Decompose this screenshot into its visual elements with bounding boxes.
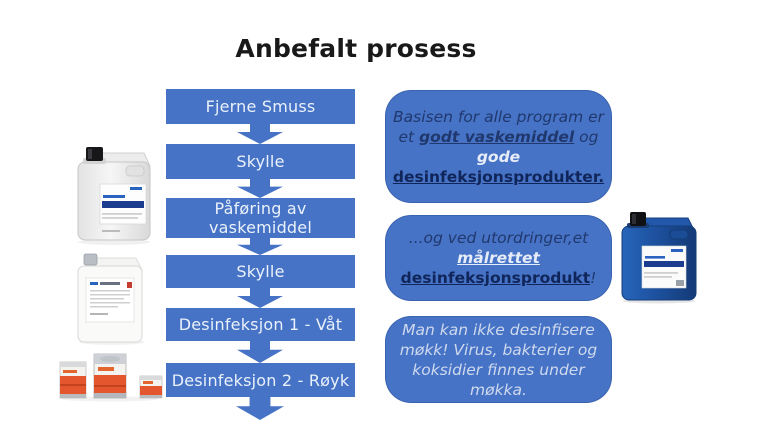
text-segment: Man kan ikke desinfisere møkk! Virus, ba… xyxy=(399,320,598,399)
smoke-cans-icon xyxy=(58,350,166,402)
callout-basis: Basisen for alle program er et godt vask… xyxy=(385,90,612,203)
canister-label xyxy=(641,245,687,289)
down-arrow-icon xyxy=(237,288,283,308)
callout-targeted: ...og ved utordringer,et målrettet desin… xyxy=(385,215,612,301)
callout-cannot-disinfect: Man kan ikke desinfisere møkk! Virus, ba… xyxy=(385,316,612,403)
smoke-can-medium xyxy=(59,361,87,399)
canister-cap xyxy=(83,253,98,266)
flow-step-desinfeksjon-1: Desinfeksjon 1 - Våt xyxy=(166,308,355,341)
page-title: Anbefalt prosess xyxy=(235,34,477,63)
white-canister-small-icon xyxy=(72,252,154,346)
flow-step-fjerne-smuss: Fjerne Smuss xyxy=(166,89,355,124)
smoke-can-large xyxy=(93,353,127,399)
flow-step-skylle-2: Skylle xyxy=(166,255,355,288)
flow-step-label: Desinfeksjon 1 - Våt xyxy=(178,315,343,334)
blue-canister-icon xyxy=(614,210,704,304)
white-canister-icon xyxy=(70,146,158,246)
text-segment: og xyxy=(574,127,599,146)
callout-basis-text: Basisen for alle program er et godt vask… xyxy=(393,107,604,187)
text-segment: desinfeksjonsprodukter. xyxy=(392,167,605,186)
flow-step-label: Skylle xyxy=(236,152,285,171)
canister-label xyxy=(85,277,135,323)
down-arrow-icon xyxy=(236,397,284,420)
flow-step-label: Fjerne Smuss xyxy=(205,97,316,116)
text-segment: ...og ved utordringer,et xyxy=(408,229,589,247)
down-arrow-icon xyxy=(237,238,283,255)
smoke-can-small xyxy=(139,375,163,399)
canister-label xyxy=(99,183,147,232)
callout-targeted-text: ...og ved utordringer,et målrettet desin… xyxy=(396,228,601,288)
flow-step-skylle-1: Skylle xyxy=(166,144,355,179)
text-segment: målrettet xyxy=(457,249,540,267)
down-arrow-icon xyxy=(237,179,283,198)
canister-cap xyxy=(627,212,649,228)
down-arrow-icon xyxy=(237,341,283,363)
down-arrow-icon xyxy=(237,124,283,144)
flow-step-label: Påføring av vaskemiddel xyxy=(209,199,312,237)
text-segment: Basisen for alle program er et xyxy=(392,107,605,146)
flow-step-pafoering: Påføring av vaskemiddel xyxy=(166,198,355,238)
text-segment: godt vaskemiddel xyxy=(419,127,575,146)
canister-cap xyxy=(83,147,106,164)
text-segment: ! xyxy=(590,269,597,287)
flow-step-desinfeksjon-2: Desinfeksjon 2 - Røyk xyxy=(166,363,355,397)
flow-step-label: Desinfeksjon 2 - Røyk xyxy=(171,370,350,390)
flow-step-label: Skylle xyxy=(236,262,285,281)
callout-cannot-disinfect-text: Man kan ikke desinfisere møkk! Virus, ba… xyxy=(396,320,601,400)
text-segment: desinfeksjonsprodukt xyxy=(400,269,591,287)
text-segment: gode xyxy=(476,147,521,166)
